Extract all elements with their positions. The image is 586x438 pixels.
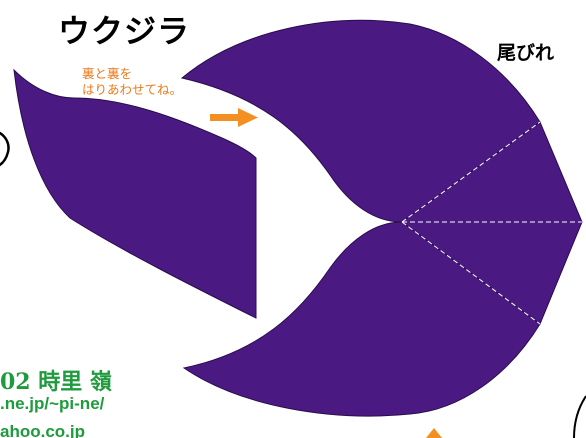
credit-author: 02 時里 嶺 [0, 369, 112, 395]
credit-clip: 02 時里 嶺 .ne.jp/~pi-ne/ ahoo.co.jp [0, 0, 152, 438]
left-fin-piece [13, 68, 257, 319]
arrow-right-icon [210, 108, 258, 127]
page-title: ウクジラ [58, 12, 191, 50]
fold-lines [401, 121, 582, 325]
glue-instruction: 裏と裏を はりあわせてね。 [82, 66, 222, 98]
credit-email: ahoo.co.jp [0, 422, 85, 438]
credit-url: .ne.jp/~pi-ne/ [0, 394, 105, 413]
arrow-up-icon [426, 428, 442, 438]
glue-instruction-line-2: はりあわせてね。 [82, 82, 183, 97]
partial-shape-bottom-right [573, 395, 586, 438]
partial-shape-left-edge [0, 131, 10, 167]
glue-instruction-line-1: 裏と裏を [82, 66, 133, 81]
tail-fin-upper-lobe [180, 19, 541, 223]
tail-fin-label: 尾びれ [497, 42, 555, 64]
tail-fin-lower-lobe [182, 221, 541, 417]
